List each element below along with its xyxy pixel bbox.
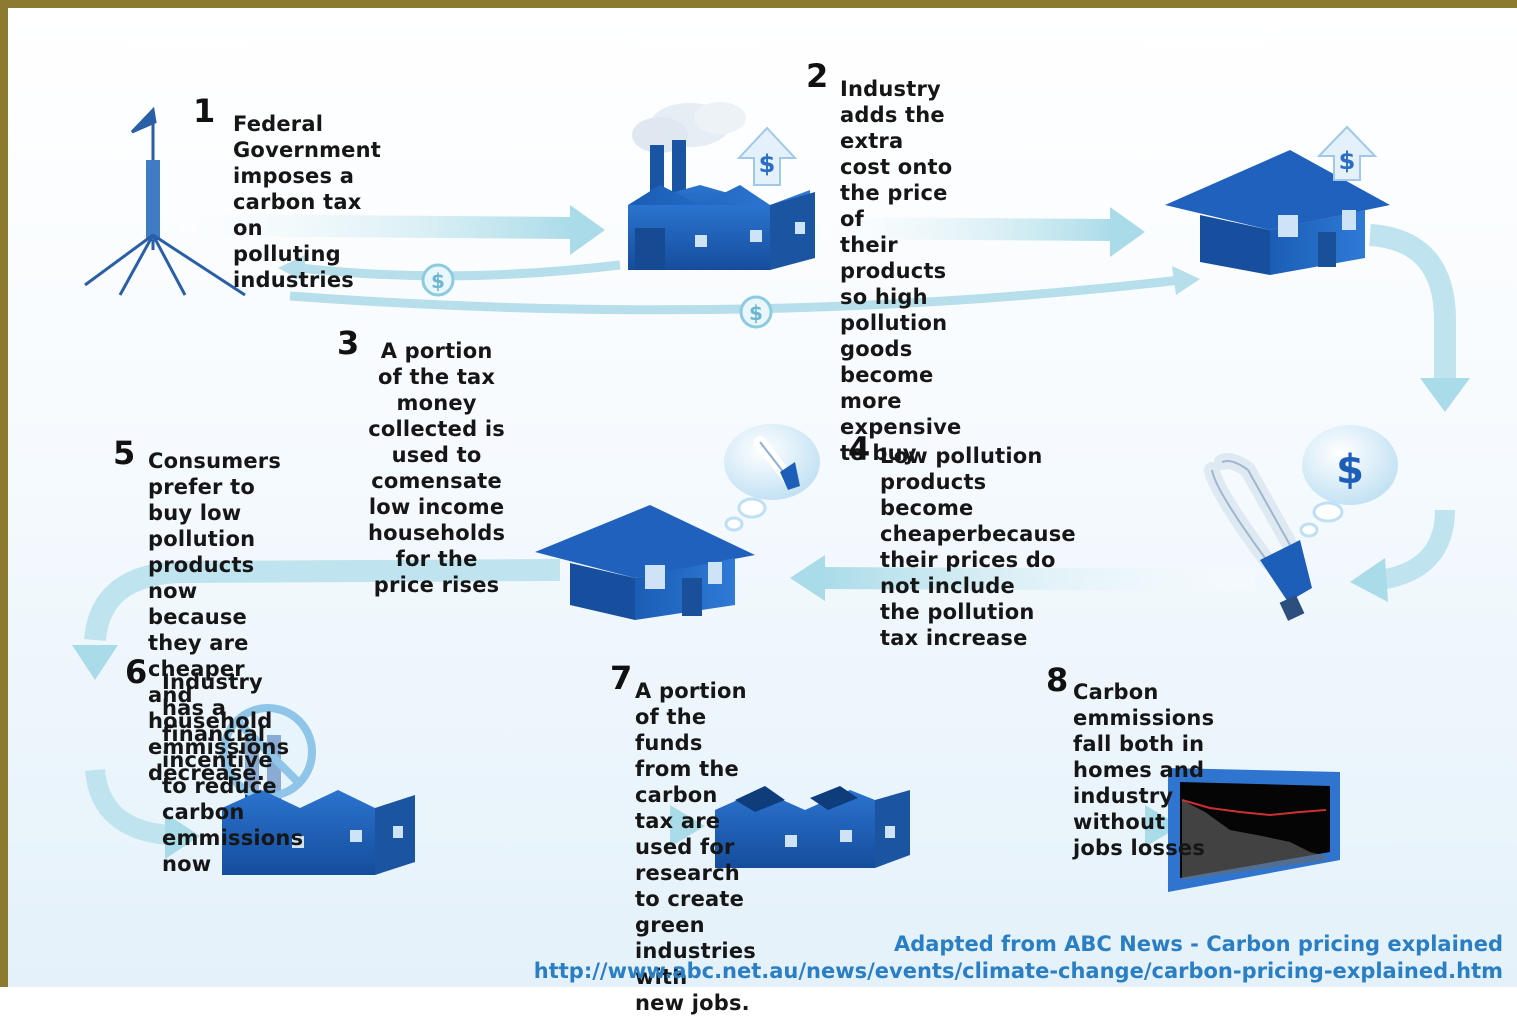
price-up-icon: $ [1316,125,1378,181]
green-factory-icon [715,786,910,868]
svg-text:$: $ [1336,447,1364,493]
svg-text:$: $ [1339,147,1356,175]
step-text: Industry has a financial incentive to re… [162,670,304,876]
thought-bubble-icon: $ [1299,425,1398,538]
svg-text:$: $ [431,269,445,293]
flow-diagram: $ $ $ [72,102,1470,892]
dollar-icon: $ [739,295,773,329]
emissions-chart-icon [1168,768,1340,892]
step-number: 2 [806,57,829,95]
flagpole-icon [84,106,246,297]
step-number: 1 [193,92,216,130]
step-number: 3 [337,324,360,362]
step-number: 7 [610,659,633,697]
step-text: A portion of the funds from the carbon t… [635,679,756,1015]
step-text: Federal Government imposes a carbon tax … [233,112,382,292]
step-text: Low pollution products become cheaperbec… [880,444,1076,650]
credit-title: Adapted from ABC News - Carbon pricing e… [893,932,1503,956]
house-icon [535,505,755,620]
credit-url[interactable]: http://www.abc.net.au/news/events/climat… [533,959,1503,983]
factory-icon [222,790,415,875]
factory-icon [628,102,815,270]
step-number: 5 [113,434,136,472]
no-smoke-icon [220,704,316,810]
step-number: 4 [848,430,871,468]
step-text: Industry adds the extra cost onto the pr… [840,77,962,465]
svg-text:$: $ [759,150,776,178]
dollar-icon: $ [421,263,455,297]
step-text: A portion of the tax money collected is … [368,339,506,597]
lightbulb-icon [1204,453,1312,621]
step-text: Carbon emmissions fall both in homes and… [1073,680,1215,860]
source-credit: Adapted from ABC News - Carbon pricing e… [534,931,1503,985]
step-text: Consumers prefer to buy low pollution pr… [148,449,290,785]
step-number: 6 [125,653,148,691]
step-number: 8 [1046,661,1069,699]
svg-text:$: $ [749,301,763,325]
thought-bubble-icon [724,424,820,532]
house-icon [1165,150,1390,275]
price-up-icon: $ [736,126,798,186]
